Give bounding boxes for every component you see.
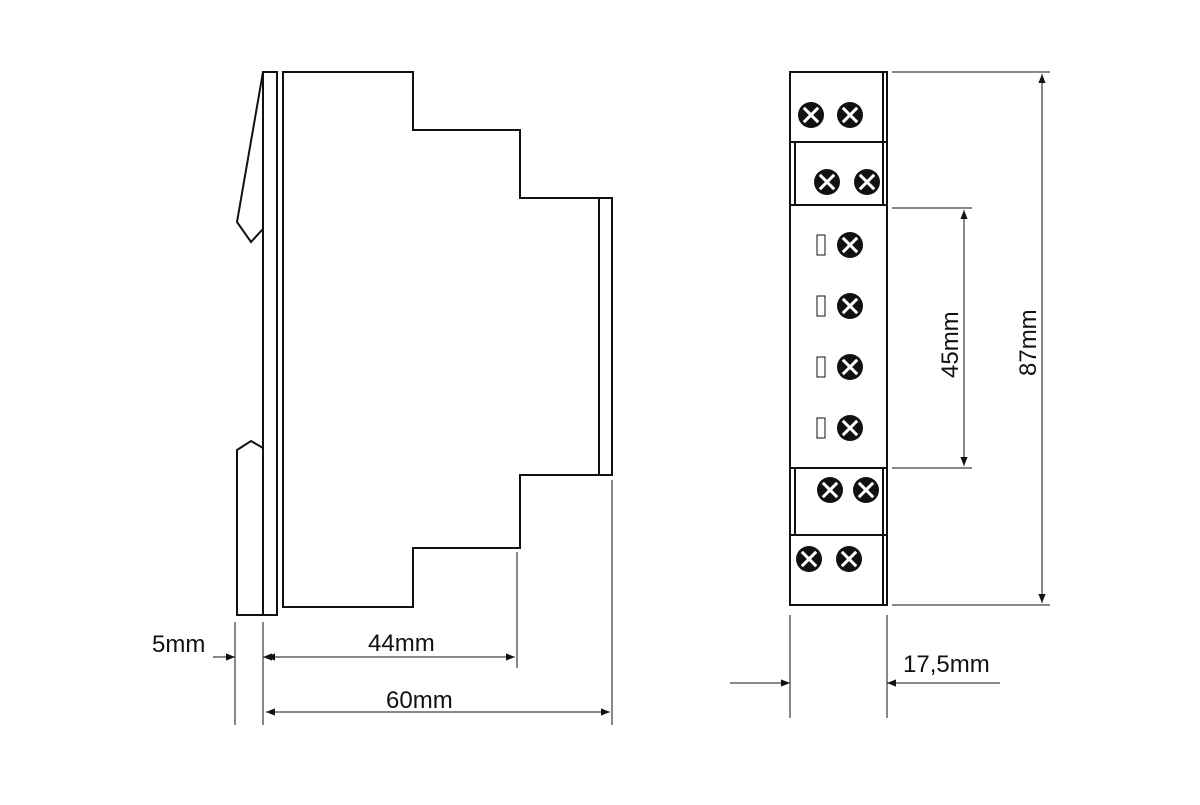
screw-terminals bbox=[796, 102, 880, 572]
screw-terminal-icon bbox=[854, 169, 880, 195]
screw-terminal-icon bbox=[837, 354, 863, 380]
led-slots bbox=[816, 234, 826, 439]
screw-terminal-icon bbox=[837, 415, 863, 441]
front-view: 45mm 87mm 17,5mm bbox=[730, 71, 1050, 718]
front-housing bbox=[789, 71, 888, 606]
screw-terminal-icon bbox=[836, 546, 862, 572]
screw-terminal-icon bbox=[817, 477, 843, 503]
dim-60mm-label: 60mm bbox=[386, 687, 453, 714]
screw-terminal-icon bbox=[853, 477, 879, 503]
front-face-plate bbox=[598, 197, 613, 476]
screw-terminal-icon bbox=[814, 169, 840, 195]
led-slot-icon bbox=[816, 417, 826, 439]
dim-5mm-label: 5mm bbox=[152, 631, 205, 658]
dim-45mm-label: 45mm bbox=[937, 311, 964, 378]
housing-profile bbox=[282, 71, 601, 608]
dim-87mm-label: 87mm bbox=[1015, 309, 1042, 376]
led-slot-icon bbox=[816, 356, 826, 378]
dim-44mm-label: 44mm bbox=[368, 630, 435, 657]
din-clip-lower bbox=[236, 439, 264, 616]
dim-17mm-label: 17,5mm bbox=[903, 651, 990, 678]
screw-terminal-icon bbox=[837, 102, 863, 128]
screw-terminal-icon bbox=[837, 232, 863, 258]
side-view: 5mm 44mm 60mm bbox=[152, 71, 613, 725]
led-slot-icon bbox=[816, 234, 826, 256]
din-clip-rail bbox=[262, 71, 278, 616]
screw-terminal-icon bbox=[798, 102, 824, 128]
screw-terminal-icon bbox=[837, 293, 863, 319]
led-slot-icon bbox=[816, 295, 826, 317]
screw-terminal-icon bbox=[796, 546, 822, 572]
